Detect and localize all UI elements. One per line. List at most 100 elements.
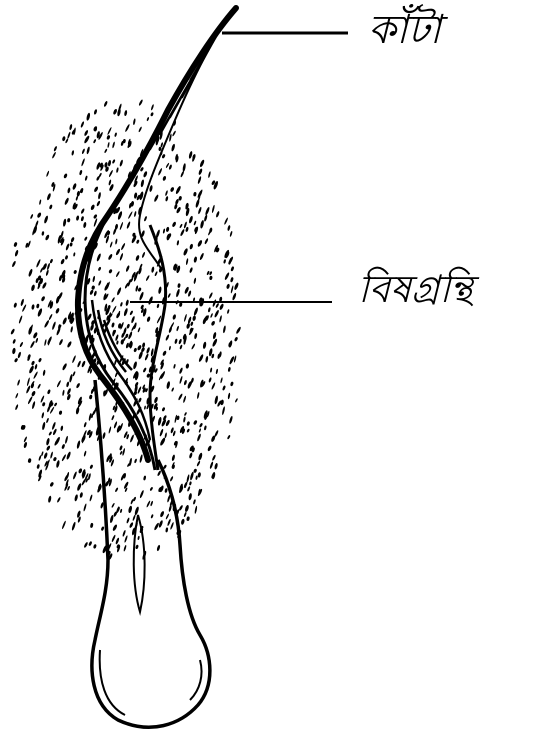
stipple-dot: [219, 303, 225, 310]
stipple-dot: [136, 239, 140, 244]
stipple-dot: [67, 187, 71, 193]
stipple-dot: [151, 266, 155, 273]
stipple-dot: [188, 493, 192, 501]
stipple-dot: [189, 481, 192, 485]
stipple-dot: [119, 222, 123, 230]
stipple-dot: [184, 412, 187, 416]
stipple-dot: [144, 405, 146, 409]
stipple-dot: [104, 148, 108, 153]
stipple-dot: [135, 544, 139, 549]
stipple-dot: [115, 537, 120, 544]
stipple-dot: [86, 146, 90, 154]
stipple-dot: [135, 285, 139, 292]
stipple-dot: [13, 302, 17, 308]
stipple-dot: [84, 175, 87, 181]
stipple-dot: [197, 472, 201, 478]
stipple-dot: [23, 436, 27, 442]
stipple-dot: [145, 275, 150, 281]
stipple-dot: [186, 428, 190, 433]
stipple-dot: [86, 112, 91, 120]
stipple-dot: [76, 383, 81, 389]
stipple-dot: [36, 303, 40, 308]
stipple-dot: [183, 416, 186, 422]
stipple-dot: [75, 196, 78, 201]
stipple-dot: [72, 183, 77, 190]
stipple-dot: [196, 433, 201, 441]
stipple-dot: [67, 132, 71, 140]
stipple-dot: [71, 522, 76, 531]
stipple-dot: [51, 321, 56, 330]
stipple-dot: [189, 471, 194, 480]
stipple-dot: [134, 458, 137, 463]
stipple-dot: [166, 227, 170, 233]
stipple-dot: [178, 393, 184, 401]
stipple-dot: [109, 241, 113, 248]
stipple-dot: [120, 302, 123, 307]
stipple-dot: [108, 170, 113, 178]
stipple-dot: [179, 376, 183, 384]
stipple-dot: [72, 471, 77, 480]
stipple-dot: [164, 488, 168, 493]
stipple-dot: [66, 451, 72, 460]
stipple-dot: [46, 445, 51, 451]
stipple-dot: [215, 369, 218, 374]
stipple-dot: [84, 236, 88, 241]
stipple-dot: [43, 215, 48, 224]
stipple-dot: [44, 320, 50, 329]
stipple-dot: [14, 250, 19, 257]
stipple-dot: [146, 316, 151, 322]
stipple-dot: [37, 308, 43, 317]
stipple-dot: [111, 322, 115, 328]
stipple-dot: [220, 399, 224, 405]
stipple-dot: [154, 396, 159, 403]
stipple-dot: [125, 124, 131, 133]
stipple-dot: [178, 196, 182, 201]
stipple-dot: [186, 474, 190, 483]
stipple-dot: [190, 321, 194, 326]
stipple-dot: [31, 401, 35, 409]
stipple-dot: [81, 148, 85, 154]
stipple-dot: [15, 404, 19, 410]
stipple-dot: [31, 390, 36, 396]
stipple-dot: [183, 512, 187, 517]
stipple-dot: [138, 397, 142, 403]
stipple-dot: [33, 371, 38, 379]
stipple-dot: [208, 171, 211, 178]
stipple-dot: [115, 271, 120, 278]
stipple-dot: [165, 162, 169, 168]
stipple-dot: [101, 526, 105, 531]
stipple-dot: [72, 371, 76, 376]
stipple-dot: [18, 315, 23, 324]
stipple-dot: [150, 514, 153, 519]
stipple-dot: [35, 338, 38, 344]
stipple-dot: [193, 192, 197, 197]
stipple-dot: [227, 435, 231, 440]
stipple-dot: [116, 340, 119, 345]
stipple-dot: [230, 277, 234, 283]
stipple-dot: [76, 215, 80, 221]
stipple-dot: [63, 173, 68, 179]
stipple-dot: [204, 214, 208, 221]
stipple-dot: [69, 124, 73, 131]
stipple-dot: [159, 428, 164, 436]
sting-label: কাঁটা: [368, 10, 441, 50]
stipple-dot: [128, 211, 133, 219]
stipple-dot: [179, 224, 183, 229]
stipple-dot: [45, 234, 50, 241]
stipple-dot: [30, 340, 36, 348]
stipple-dot: [26, 385, 32, 394]
stipple-dot: [194, 333, 198, 340]
stipple-dot: [79, 188, 84, 194]
stipple-dot: [63, 219, 67, 227]
stipple-dot: [96, 253, 102, 262]
stipple-dot: [79, 492, 83, 498]
stipple-dot: [167, 518, 172, 526]
stipple-dot: [37, 212, 42, 218]
stipple-dot: [204, 425, 207, 430]
stipple-dot: [186, 258, 189, 265]
stipple-dot: [111, 415, 115, 421]
stipple-dot: [130, 499, 134, 505]
stipple-dot: [197, 176, 202, 184]
stipple-dot: [66, 388, 71, 395]
stipple-dot: [135, 255, 140, 262]
